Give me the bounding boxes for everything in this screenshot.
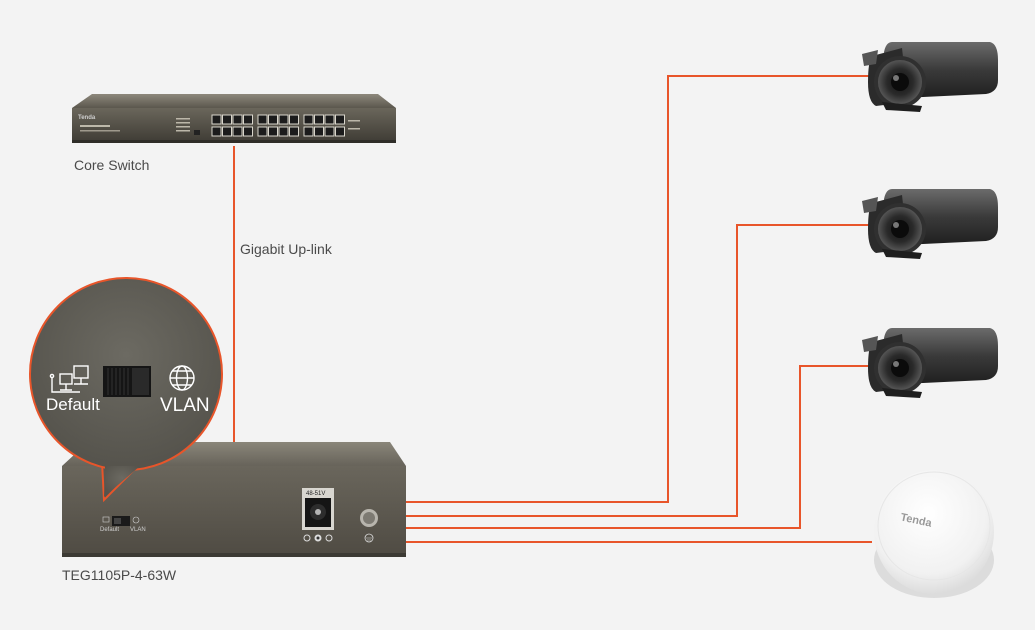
rj45-port [335,126,345,137]
rj45-port [303,126,314,137]
network-computer-icon [49,365,89,393]
poe-dip-switch: Default VLAN [100,516,146,533]
rj45-port [222,114,232,125]
ip-camera-3 [862,328,998,398]
ip-camera-2 [862,189,998,259]
poe-switch-model-label: TEG1105P-4-63W [62,567,177,583]
rj45-port [324,126,335,137]
power-jack-icon: 48-51V [302,488,334,542]
rj45-port [278,114,289,125]
core-switch-brand: Tenda [78,115,96,121]
core-switch-port-leds [176,118,190,132]
rj45-port [257,126,268,137]
core-switch-ports [211,114,345,137]
globe-icon [169,365,195,391]
rj45-port [335,114,345,125]
callout-vlan-label: VLAN [160,395,210,416]
rj45-port [232,114,243,125]
rj45-port [268,126,278,137]
connection-lines [233,75,878,543]
poe-default-mini-label: Default [100,527,119,533]
core-switch-label: Core Switch [74,157,149,173]
camera-3-cable [402,365,878,529]
rj45-port [211,126,222,137]
rj45-port [243,114,253,125]
rj45-port [232,126,243,137]
poe-vlan-mini-label: VLAN [130,527,146,533]
core-switch-right-leds [348,120,360,130]
rj45-port [278,126,289,137]
core-switch-console-port [194,130,200,135]
rj45-port [289,114,299,125]
ground-icon [360,509,378,543]
dip-switch-slider [103,366,151,397]
rj45-port [324,114,335,125]
core-switch: Tenda [72,94,396,143]
ip-camera-1 [862,42,998,112]
rj45-port [257,114,268,125]
wireless-access-point: Tenda [874,470,994,598]
rj45-port [289,126,299,137]
rj45-port [243,126,253,137]
rj45-port [314,126,324,137]
callout-default-label: Default [46,395,100,414]
dip-switch-callout: Default VLAN [29,277,223,503]
rj45-port [303,114,314,125]
rj45-port [222,126,232,137]
rj45-port [314,114,324,125]
power-rating: 48-51V [306,491,325,497]
uplink-label: Gigabit Up-link [240,241,333,257]
rj45-port [268,114,278,125]
camera-2-cable [402,224,878,517]
camera-1-cable [402,75,878,503]
rj45-port [211,114,222,125]
